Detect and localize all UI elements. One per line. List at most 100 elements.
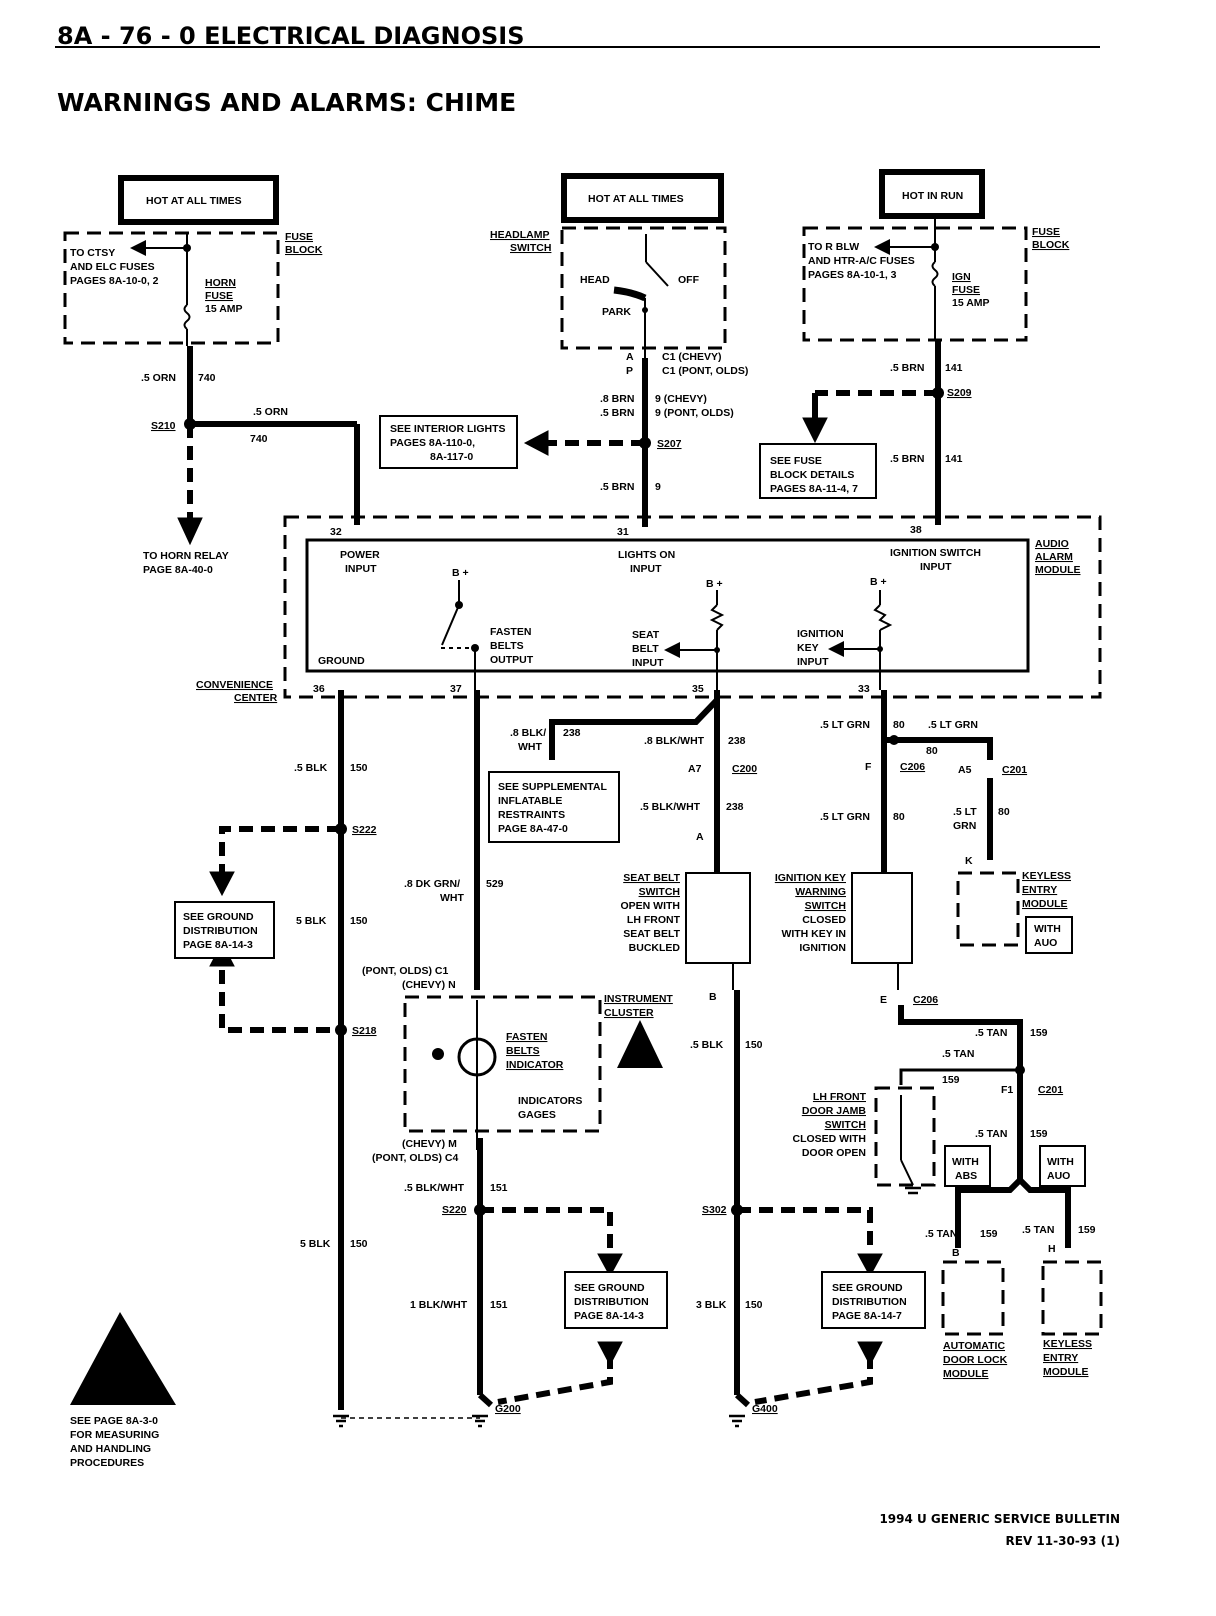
- adl-2: DOOR LOCK: [943, 1354, 1008, 1366]
- ik-switch-5: WITH KEY IN: [781, 928, 846, 940]
- kem-3: MODULE: [1043, 1366, 1089, 1378]
- bplus-2: B +: [706, 578, 723, 590]
- sb-switch-6: BUCKLED: [629, 942, 681, 954]
- esd-warning-icon: [70, 1312, 176, 1405]
- c1-pont: C1 (PONT, OLDS): [662, 365, 748, 377]
- horn-relay-1: TO HORN RELAY: [143, 550, 229, 562]
- sb-c3: 238: [726, 801, 744, 813]
- sb-c1: 238: [563, 727, 581, 739]
- hot-box-right: [879, 169, 985, 219]
- ik-f1: F1: [1001, 1084, 1013, 1096]
- keyless-top-2: ENTRY: [1022, 884, 1057, 896]
- to-ctsy-2: AND ELC FUSES: [70, 261, 155, 273]
- sb-switch-3: OPEN WITH: [621, 900, 681, 912]
- cluster-name-1: INSTRUMENT: [604, 993, 673, 1005]
- gl-c3: 150: [350, 1238, 368, 1250]
- park-label: PARK: [602, 306, 631, 318]
- esd-note-3: AND HANDLING: [70, 1443, 151, 1455]
- gl-w3: 5 BLK: [300, 1238, 331, 1250]
- door-2: DOOR JAMB: [802, 1105, 867, 1117]
- module-name-1: AUDIO: [1035, 538, 1069, 550]
- header-rule: [55, 46, 1100, 48]
- door-jamb-box: [874, 1086, 936, 1187]
- ik-w1: .5 LT GRN: [820, 719, 870, 731]
- bplus-1: B +: [452, 567, 469, 579]
- see-fuse-2: BLOCK DETAILS: [770, 469, 854, 481]
- splice-s207: S207: [657, 438, 682, 450]
- seat-in-1: SEAT: [632, 629, 660, 641]
- adl-1: AUTOMATIC: [943, 1340, 1005, 1352]
- circ-740-a: 740: [198, 372, 216, 384]
- splice-s220: S220: [442, 1204, 467, 1216]
- esd-note-1: SEE PAGE 8A-3-0: [70, 1415, 158, 1427]
- ign-w1: .5 BRN: [890, 362, 924, 374]
- ign-fuse-2: FUSE: [952, 284, 980, 296]
- ik-c201: C201: [1002, 764, 1027, 776]
- audio-alarm-module: [305, 538, 1030, 673]
- splice-s302: S302: [702, 1204, 727, 1216]
- conn-p: P: [626, 365, 633, 377]
- hl-c3: 9: [655, 481, 661, 493]
- fasten-out-2: BELTS: [490, 640, 524, 652]
- sb-w2: .8 BLK/WHT: [644, 735, 705, 747]
- ik-a5: A5: [958, 764, 972, 776]
- fasten-ind-1: FASTEN: [506, 1031, 547, 1043]
- fuse-block-left-2: BLOCK: [285, 244, 323, 256]
- gl-c1: 150: [350, 762, 368, 774]
- footer-bulletin: 1994 U GENERIC SERVICE BULLETIN: [879, 1512, 1120, 1526]
- cl-c2: 151: [490, 1182, 508, 1194]
- ign-fuse-3: 15 AMP: [952, 297, 990, 309]
- ik-switch-2: WARNING: [795, 886, 846, 898]
- gl-c2: 150: [350, 915, 368, 927]
- chevy-n: (CHEVY) N: [402, 979, 456, 991]
- hl-c1: 9 (CHEVY): [655, 393, 707, 405]
- esd-cluster-icon: [617, 1020, 663, 1068]
- see-gnd-7-3: PAGE 8A-14-7: [832, 1310, 902, 1322]
- ik-w3: .5 LT GRN: [820, 811, 870, 823]
- c1-chevy: C1 (CHEVY): [662, 351, 722, 363]
- ik-w4b: GRN: [953, 820, 976, 832]
- pin-32: 32: [330, 526, 342, 538]
- fuse-block-left: [63, 231, 280, 345]
- sb-switch-1: SEAT BELT: [623, 872, 680, 884]
- footer-rev: REV 11-30-93 (1): [1005, 1534, 1120, 1548]
- hl-w3: .5 BRN: [600, 481, 634, 493]
- ign-w2: .5 BRN: [890, 453, 924, 465]
- with-auo-2-2: AUO: [1047, 1170, 1070, 1182]
- ground-label: GROUND: [318, 655, 365, 667]
- cl-c1: 529: [486, 878, 504, 890]
- ik-w7: .5 TAN: [975, 1128, 1007, 1140]
- ik-c8: 159: [980, 1228, 998, 1240]
- power-input-2: INPUT: [345, 563, 377, 575]
- door-5: DOOR OPEN: [802, 1147, 866, 1159]
- sb-w3: .5 BLK/WHT: [640, 801, 701, 813]
- esd-note-4: PROCEDURES: [70, 1457, 144, 1469]
- cl-w3: 1 BLK/WHT: [410, 1299, 468, 1311]
- see-gnd-3b-2: DISTRIBUTION: [574, 1296, 649, 1308]
- headlamp-label-2: SWITCH: [510, 242, 551, 254]
- gl-w2: 5 BLK: [296, 915, 327, 927]
- hot-box-left: [118, 175, 279, 225]
- splice-s222: S222: [352, 824, 377, 836]
- ignsw-input-1: IGNITION SWITCH: [890, 547, 981, 559]
- sb-w5: 3 BLK: [696, 1299, 727, 1311]
- hot-mid-label: HOT AT ALL TIMES: [588, 193, 684, 205]
- with-auo-top-1: WITH: [1034, 923, 1061, 935]
- fasten-ind-2: BELTS: [506, 1045, 540, 1057]
- ik-switch-3: SWITCH: [805, 900, 846, 912]
- to-rblw-1: TO R BLW: [808, 241, 859, 253]
- wire-740-a: .5 ORN: [141, 372, 176, 384]
- ground-g200: G200: [495, 1403, 521, 1415]
- fuse-block-left-1: FUSE: [285, 231, 313, 243]
- to-ctsy-1: TO CTSY: [70, 247, 115, 259]
- see-gnd-3b-3: PAGE 8A-14-3: [574, 1310, 644, 1322]
- sb-switch-5: SEAT BELT: [623, 928, 680, 940]
- see-gnd-3a-1: SEE GROUND: [183, 911, 254, 923]
- headlamp-switch-box: [560, 226, 727, 350]
- ik-h: H: [1048, 1243, 1056, 1255]
- instrument-cluster-box: [403, 995, 602, 1133]
- lights-input-2: INPUT: [630, 563, 662, 575]
- power-input-1: POWER: [340, 549, 380, 561]
- splice-s218: S218: [352, 1025, 377, 1037]
- ignkey-in-3: INPUT: [797, 656, 829, 668]
